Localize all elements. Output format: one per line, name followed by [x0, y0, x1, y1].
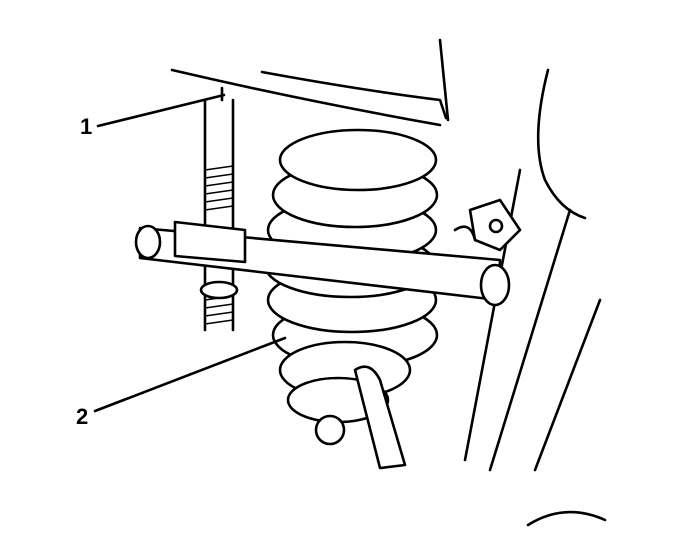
callout-1: 1 [80, 114, 93, 139]
callout-2: 2 [76, 404, 89, 429]
